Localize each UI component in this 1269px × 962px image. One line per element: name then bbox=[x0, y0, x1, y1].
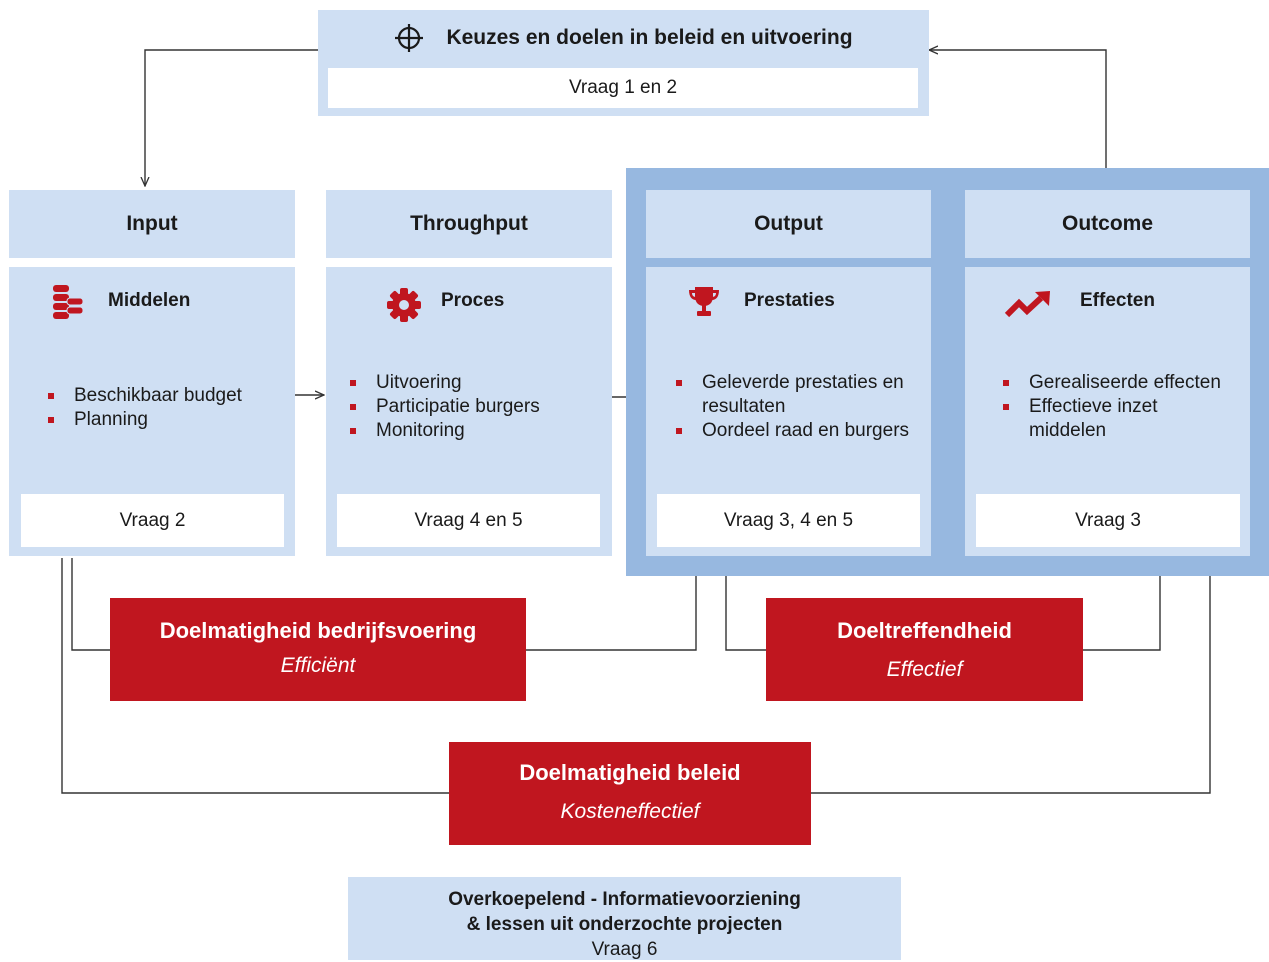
overarching-box: Overkoepelend - Informatievoorziening & … bbox=[348, 877, 901, 960]
list-item: Monitoring bbox=[346, 419, 606, 443]
stage-input-bullets: Beschikbaar budget Planning bbox=[44, 384, 284, 432]
list-item: Participatie burgers bbox=[346, 395, 606, 419]
efficiency-box-doeltreffendheid: Doeltreffendheid Effectief bbox=[766, 598, 1083, 701]
coins-stack-icon bbox=[53, 285, 84, 319]
stage-outcome-header: Outcome bbox=[965, 190, 1250, 258]
efficiency-subtitle: Kosteneffectief bbox=[560, 800, 700, 823]
stage-input-header: Input bbox=[9, 190, 295, 258]
trophy-icon bbox=[689, 287, 719, 316]
trend-up-icon bbox=[1004, 291, 1050, 318]
stage-outcome-title: Effecten bbox=[1080, 290, 1155, 311]
list-item: Effectieve inzet middelen bbox=[999, 395, 1239, 443]
stage-outcome-question: Vraag 3 bbox=[976, 494, 1240, 547]
gear-icon bbox=[387, 288, 421, 322]
stage-throughput-header: Throughput bbox=[326, 190, 612, 258]
list-item: Uitvoering bbox=[346, 371, 606, 395]
efficiency-title: Doelmatigheid bedrijfsvoering bbox=[159, 618, 477, 643]
efficiency-box-bedrijfsvoering: Doelmatigheid bedrijfsvoering Efficiënt bbox=[110, 598, 526, 701]
list-item: Beschikbaar budget bbox=[44, 384, 284, 408]
efficiency-title: Doelmatigheid beleid bbox=[519, 760, 741, 785]
list-item: Gerealiseerde effecten bbox=[999, 371, 1239, 395]
efficiency-box-beleid: Doelmatigheid beleid Kosteneffectief bbox=[449, 742, 811, 845]
stage-output-header: Output bbox=[646, 190, 931, 258]
overarching-line1: Overkoepelend - Informatievoorziening bbox=[448, 889, 801, 910]
loop-arrow-outcome-to-top bbox=[929, 50, 1107, 168]
stage-throughput-title: Proces bbox=[441, 290, 505, 311]
list-item: Geleverde prestaties en resultaten bbox=[672, 371, 917, 419]
stage-throughput-bullets: Uitvoering Participatie burgers Monitori… bbox=[346, 371, 606, 443]
overarching-line2: & lessen uit onderzochte projecten bbox=[466, 914, 783, 935]
overarching-question: Vraag 6 bbox=[591, 939, 658, 960]
stage-input-title: Middelen bbox=[108, 290, 191, 311]
goals-title-row: Keuzes en doelen in beleid en uitvoering bbox=[318, 20, 929, 56]
efficiency-subtitle: Effectief bbox=[886, 658, 963, 681]
stage-input-question: Vraag 2 bbox=[21, 494, 284, 547]
stage-throughput-question: Vraag 4 en 5 bbox=[337, 494, 600, 547]
stage-outcome-bullets: Gerealiseerde effecten Effectieve inzet … bbox=[999, 371, 1239, 443]
stage-output-question: Vraag 3, 4 en 5 bbox=[657, 494, 920, 547]
goals-question: Vraag 1 en 2 bbox=[328, 68, 918, 108]
crosshair-icon bbox=[395, 24, 424, 52]
list-item: Oordeel raad en burgers bbox=[672, 419, 917, 443]
goals-title: Keuzes en doelen in beleid en uitvoering bbox=[446, 26, 853, 49]
list-item: Planning bbox=[44, 408, 284, 432]
stage-output-bullets: Geleverde prestaties en resultaten Oorde… bbox=[672, 371, 917, 443]
efficiency-subtitle: Efficiënt bbox=[280, 654, 356, 677]
loop-arrow-top-to-input bbox=[145, 49, 318, 186]
stage-output-title: Prestaties bbox=[744, 290, 835, 311]
efficiency-title: Doeltreffendheid bbox=[837, 618, 1012, 643]
